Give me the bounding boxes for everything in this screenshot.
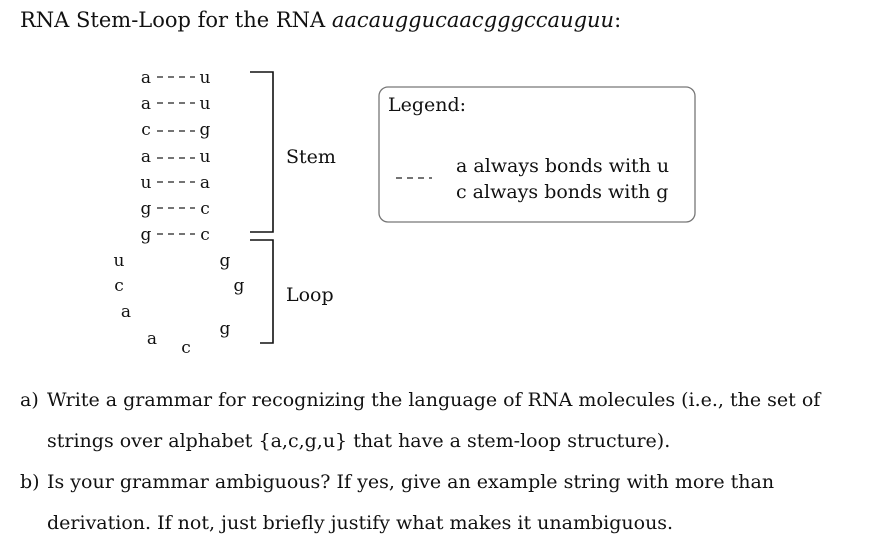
- loop-base: c: [181, 338, 191, 358]
- page-title: RNA Stem-Loop for the RNA aacauggucaacgg…: [20, 8, 621, 32]
- legend-line-au: a always bonds with u: [456, 155, 669, 177]
- stem-right-base: u: [200, 68, 211, 88]
- legend-title: Legend:: [388, 94, 466, 116]
- stem-bracket: [250, 71, 274, 233]
- loop-base: c: [114, 276, 124, 296]
- stem-left-base: c: [141, 120, 151, 140]
- title-sequence: aacauggucaacgggccauguu: [331, 8, 615, 32]
- stem-pairs: a u a u c g a u u a g c g c: [141, 68, 211, 245]
- loop-base: g: [220, 319, 231, 339]
- title-prefix: RNA Stem-Loop for the RNA: [20, 8, 332, 32]
- question-text: Is your grammar ambiguous? If yes, give …: [47, 471, 775, 534]
- loop-base: u: [114, 251, 125, 271]
- loop-base: a: [147, 329, 157, 349]
- stem-right-base: c: [200, 199, 210, 219]
- loop-label: Loop: [286, 284, 334, 306]
- legend-border: [378, 86, 696, 223]
- question-text: Write a grammar for recognizing the lang…: [47, 389, 821, 452]
- stem-right-base: g: [200, 120, 211, 140]
- loop-base: g: [220, 251, 231, 271]
- legend-box: Legend: a always bonds with u c always b…: [378, 86, 696, 223]
- stem-label: Stem: [286, 146, 336, 168]
- loop-bases: u c a a c g g g: [114, 251, 245, 358]
- loop-base: a: [121, 302, 131, 322]
- question-label: b): [20, 471, 40, 493]
- stem-left-base: a: [141, 68, 151, 88]
- loop-bracket: [250, 239, 274, 344]
- stem-right-base: c: [200, 225, 210, 245]
- stem-left-base: a: [141, 147, 151, 167]
- stem-left-base: a: [141, 94, 151, 114]
- title-suffix: :: [614, 8, 622, 32]
- question-a: a) Write a grammar for recognizing the l…: [20, 380, 865, 462]
- legend-line-cg: c always bonds with g: [456, 181, 668, 203]
- question-b: b) Is your grammar ambiguous? If yes, gi…: [20, 462, 865, 544]
- loop-base: g: [234, 276, 245, 296]
- stem-left-base: u: [141, 173, 152, 193]
- stem-left-base: g: [141, 199, 152, 219]
- stem-loop-diagram: a u a u c g a u u a g c g c u c a a c g …: [114, 68, 696, 358]
- question-label: a): [20, 389, 39, 411]
- stem-right-base: u: [200, 94, 211, 114]
- stem-right-base: u: [200, 147, 211, 167]
- stem-right-base: a: [200, 173, 210, 193]
- stem-left-base: g: [141, 225, 152, 245]
- question-list: a) Write a grammar for recognizing the l…: [20, 380, 865, 544]
